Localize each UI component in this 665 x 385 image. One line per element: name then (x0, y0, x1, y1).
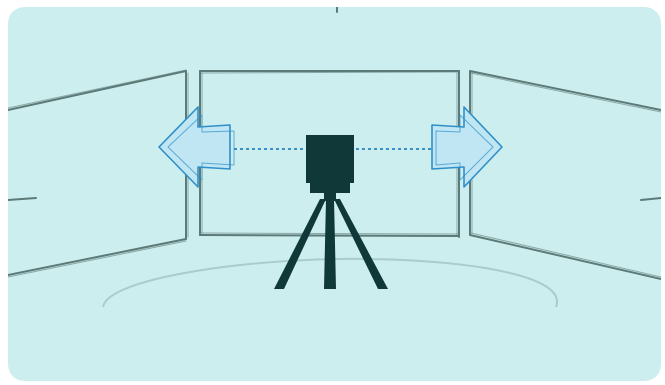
room-scan-illustration (8, 7, 661, 381)
tripod-icon (274, 182, 388, 289)
arrow-right-icon (431, 106, 503, 188)
illustration-card (8, 7, 661, 381)
arrow-left-icon (158, 106, 235, 188)
camera-icon (306, 135, 354, 183)
